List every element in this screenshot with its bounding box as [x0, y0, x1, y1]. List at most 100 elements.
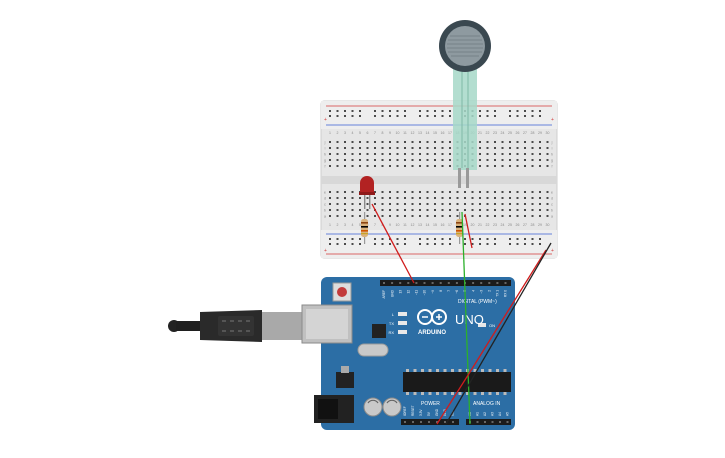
rail-hole[interactable]	[531, 243, 534, 245]
breadboard-hole[interactable]	[366, 209, 369, 211]
breadboard-hole[interactable]	[344, 197, 346, 199]
breadboard-hole[interactable]	[516, 153, 519, 155]
breadboard-hole[interactable]	[501, 141, 504, 143]
breadboard-hole[interactable]	[546, 191, 549, 193]
breadboard-hole[interactable]	[396, 141, 399, 143]
rail-hole[interactable]	[419, 115, 421, 117]
rail-hole[interactable]	[524, 115, 526, 117]
breadboard-hole[interactable]	[434, 153, 436, 155]
breadboard-hole[interactable]	[374, 203, 376, 205]
rail-hole[interactable]	[479, 110, 481, 112]
rail-hole[interactable]	[336, 243, 339, 245]
breadboard-hole[interactable]	[366, 147, 369, 149]
breadboard-hole[interactable]	[501, 191, 504, 193]
breadboard-hole[interactable]	[366, 153, 369, 155]
breadboard-hole[interactable]	[336, 165, 339, 167]
analog-pin[interactable]	[491, 421, 494, 423]
breadboard-hole[interactable]	[456, 197, 459, 199]
breadboard-hole[interactable]	[359, 215, 361, 217]
rail-hole[interactable]	[471, 243, 474, 245]
rail-hole[interactable]	[464, 243, 466, 245]
breadboard-hole[interactable]	[359, 147, 361, 149]
breadboard-hole[interactable]	[374, 165, 376, 167]
rail-hole[interactable]	[404, 238, 406, 240]
breadboard-hole[interactable]	[396, 197, 399, 199]
breadboard-hole[interactable]	[486, 159, 489, 161]
breadboard-hole[interactable]	[531, 203, 534, 205]
breadboard-hole[interactable]	[486, 191, 489, 193]
breadboard-hole[interactable]	[546, 165, 549, 167]
breadboard-hole[interactable]	[381, 147, 384, 149]
rail-hole[interactable]	[396, 110, 399, 112]
breadboard-hole[interactable]	[344, 141, 346, 143]
analog-header[interactable]	[466, 419, 511, 425]
rail-hole[interactable]	[419, 243, 421, 245]
breadboard-hole[interactable]	[509, 215, 511, 217]
digital-pin[interactable]	[447, 282, 450, 284]
breadboard-hole[interactable]	[546, 159, 549, 161]
breadboard-hole[interactable]	[464, 197, 466, 199]
breadboard-hole[interactable]	[344, 209, 346, 211]
breadboard-hole[interactable]	[404, 215, 406, 217]
rail-hole[interactable]	[516, 238, 519, 240]
rail-hole[interactable]	[381, 238, 384, 240]
breadboard-hole[interactable]	[396, 209, 399, 211]
power-pin[interactable]	[428, 421, 430, 423]
rail-hole[interactable]	[486, 115, 489, 117]
breadboard-hole[interactable]	[426, 165, 429, 167]
rail-hole[interactable]	[374, 243, 376, 245]
breadboard-hole[interactable]	[329, 215, 331, 217]
breadboard-hole[interactable]	[486, 165, 489, 167]
breadboard-hole[interactable]	[524, 209, 526, 211]
breadboard-hole[interactable]	[434, 141, 436, 143]
breadboard-hole[interactable]	[449, 191, 451, 193]
breadboard-hole[interactable]	[396, 165, 399, 167]
rail-hole[interactable]	[351, 110, 354, 112]
rail-hole[interactable]	[374, 115, 376, 117]
rail-hole[interactable]	[539, 115, 541, 117]
wire-sensor-to-rail[interactable]	[464, 213, 473, 249]
breadboard-hole[interactable]	[449, 141, 451, 143]
wire-sensor-to-a0[interactable]	[461, 211, 471, 425]
breadboard-hole[interactable]	[516, 159, 519, 161]
power-pin[interactable]	[412, 421, 414, 423]
breadboard-hole[interactable]	[389, 197, 391, 199]
breadboard-hole[interactable]	[509, 203, 511, 205]
breadboard-hole[interactable]	[404, 197, 406, 199]
breadboard-hole[interactable]	[404, 147, 406, 149]
digital-pin[interactable]	[399, 282, 402, 284]
breadboard-hole[interactable]	[539, 141, 541, 143]
breadboard-hole[interactable]	[449, 165, 451, 167]
resistor-sensor[interactable]	[456, 212, 463, 244]
rail-hole[interactable]	[479, 115, 481, 117]
rail-hole[interactable]	[434, 110, 436, 112]
rail-hole[interactable]	[389, 110, 391, 112]
breadboard-hole[interactable]	[509, 165, 511, 167]
breadboard-hole[interactable]	[426, 153, 429, 155]
breadboard-hole[interactable]	[329, 191, 331, 193]
rail-hole[interactable]	[486, 243, 489, 245]
rail-hole[interactable]	[336, 115, 339, 117]
breadboard-hole[interactable]	[546, 209, 549, 211]
breadboard-hole[interactable]	[336, 141, 339, 143]
rail-hole[interactable]	[381, 243, 384, 245]
rail-hole[interactable]	[441, 243, 444, 245]
rail-hole[interactable]	[494, 115, 496, 117]
breadboard-hole[interactable]	[449, 159, 451, 161]
breadboard-hole[interactable]	[464, 203, 466, 205]
breadboard-hole[interactable]	[509, 197, 511, 199]
breadboard-hole[interactable]	[359, 197, 361, 199]
breadboard-hole[interactable]	[524, 191, 526, 193]
breadboard-hole[interactable]	[336, 203, 339, 205]
breadboard-hole[interactable]	[456, 191, 459, 193]
breadboard-hole[interactable]	[539, 153, 541, 155]
digital-pin[interactable]	[431, 282, 434, 284]
breadboard-hole[interactable]	[329, 141, 331, 143]
digital-pin[interactable]	[472, 282, 475, 284]
rail-hole[interactable]	[329, 110, 331, 112]
breadboard-hole[interactable]	[411, 141, 414, 143]
breadboard-hole[interactable]	[501, 215, 504, 217]
breadboard-hole[interactable]	[479, 191, 481, 193]
rail-hole[interactable]	[471, 238, 474, 240]
breadboard-hole[interactable]	[404, 153, 406, 155]
